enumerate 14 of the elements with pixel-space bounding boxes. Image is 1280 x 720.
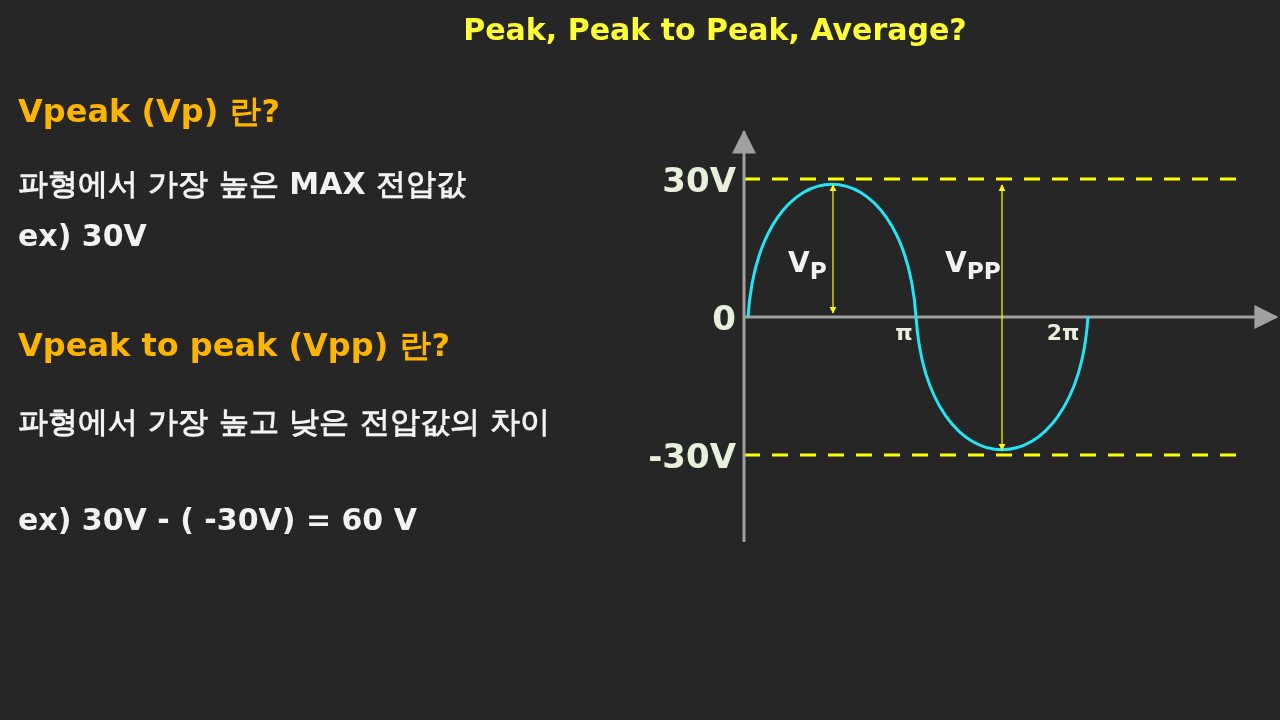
- description: 파형에서 가장 높고 낮은 전압값의 차이: [18, 403, 552, 441]
- tick-label: -30V: [648, 436, 736, 477]
- title: Peak, Peak to Peak, Average?: [463, 12, 967, 48]
- dimension-label: V$_{P}$: [788, 246, 827, 285]
- heading: Vpeak to peak (Vpp) 란?: [18, 326, 450, 365]
- dimension-label: V$_{PP}$: [945, 246, 1001, 285]
- example: ex) 30V - ( -30V) = 60 V: [18, 502, 417, 538]
- tick-label: 30V: [662, 160, 736, 201]
- tick-label: 2π: [1046, 320, 1080, 347]
- example: ex) 30V: [18, 218, 147, 254]
- tick-label: 0: [712, 298, 736, 339]
- description: 파형에서 가장 높은 MAX 전압값: [18, 166, 466, 202]
- tick-label: π: [895, 320, 913, 347]
- heading: Vpeak (Vp) 란?: [18, 92, 280, 131]
